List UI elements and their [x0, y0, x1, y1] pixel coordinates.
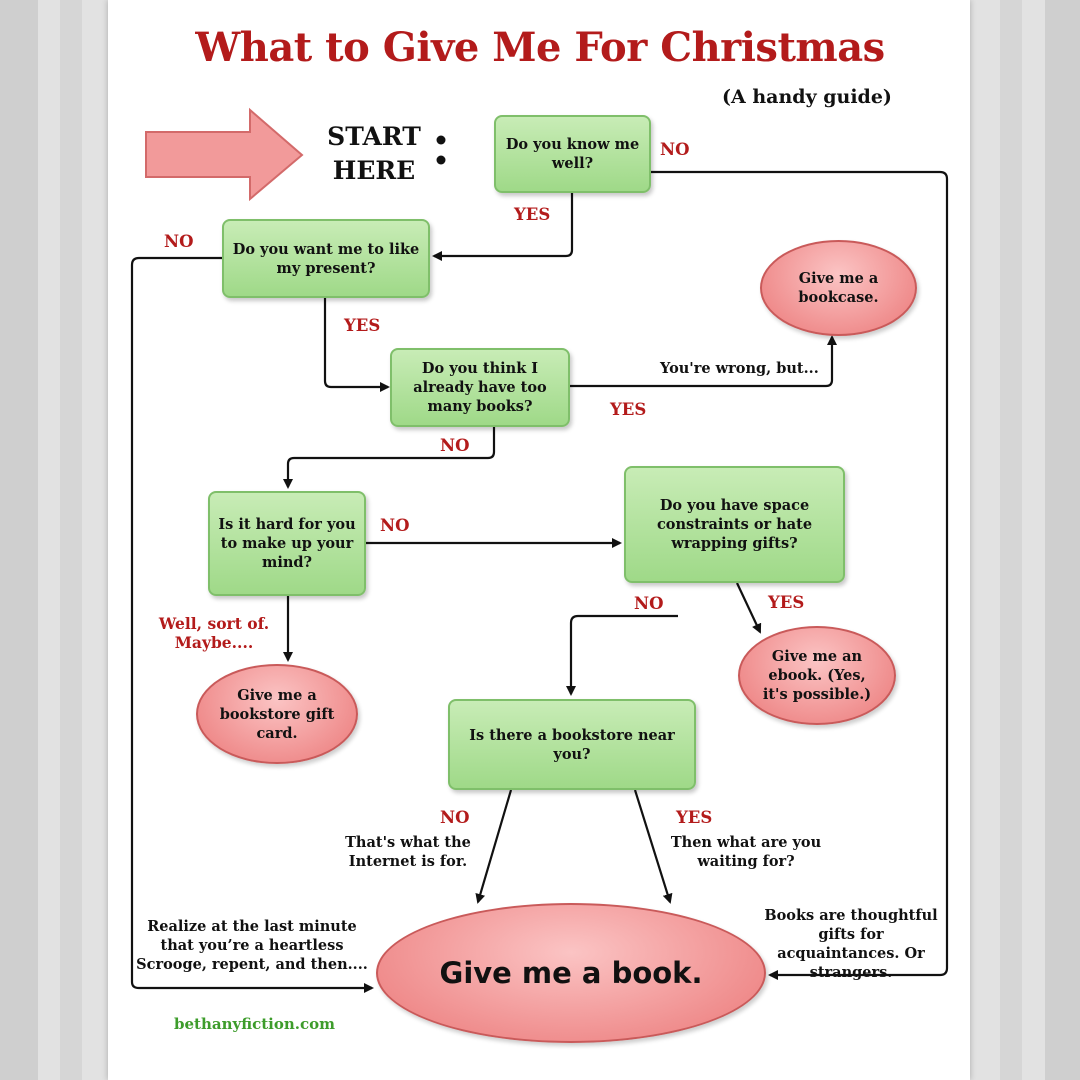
start-here-label: START HERE	[318, 120, 430, 188]
connector-like-yes	[323, 298, 390, 392]
connector-know-no	[651, 170, 949, 980]
label-space-yes: YES	[768, 593, 805, 612]
label-space-no: NO	[634, 594, 664, 613]
note-thoughtful: Books are thoughtful gifts for acquainta…	[764, 907, 938, 981]
outcome-book: Give me a book.	[376, 903, 766, 1043]
start-line-1: START	[327, 122, 421, 151]
label-know-yes: YES	[514, 205, 551, 224]
start-line-2: HERE	[332, 156, 416, 185]
background-stripe	[1045, 0, 1080, 1080]
question-hard-to-decide: Is it hard for you to make up your mind?	[208, 491, 366, 596]
connector-like-no	[130, 256, 374, 993]
colon-dot	[436, 135, 446, 145]
note-internet: That's what the Internet is for.	[345, 834, 471, 870]
connector-space-no	[566, 614, 678, 696]
note-wrong-but: You're wrong, but...	[660, 360, 819, 377]
background-stripe	[0, 0, 38, 1080]
question-bookstore-near: Is there a bookstore near you?	[448, 699, 696, 790]
colon-dot	[436, 155, 446, 165]
connector-books-yes	[570, 335, 837, 388]
outcome-ebook: Give me an ebook. (Yes, it's possible.)	[738, 626, 896, 725]
connector-space-yes	[736, 582, 762, 634]
question-like-present: Do you want me to like my present?	[222, 219, 430, 298]
question-too-many-books: Do you think I already have too many boo…	[390, 348, 570, 427]
outcome-bookcase: Give me a bookcase.	[760, 240, 917, 336]
label-store-no: NO	[440, 808, 470, 827]
note-sort-of: Well, sort of. Maybe....	[158, 614, 270, 652]
outcome-gift-card: Give me a bookstore gift card.	[196, 664, 358, 764]
connector-store-yes	[633, 789, 673, 904]
label-know-no: NO	[660, 140, 690, 159]
background-stripe	[60, 0, 82, 1080]
note-scrooge: Realize at the last minute that you’re a…	[136, 918, 368, 973]
note-waiting: Then what are you waiting for?	[670, 834, 822, 870]
label-books-no: NO	[440, 436, 470, 455]
background-stripe	[1000, 0, 1022, 1080]
connector-books-no	[283, 427, 496, 489]
label-store-yes: YES	[676, 808, 713, 827]
page-title: What to Give Me For Christmas	[195, 24, 885, 71]
footer-credit: bethanyfiction.com	[174, 1015, 336, 1033]
question-space-constraints: Do you have space constraints or hate wr…	[624, 466, 845, 583]
label-books-yes: YES	[610, 400, 647, 419]
label-like-yes: YES	[344, 316, 381, 335]
question-know-me: Do you know me well?	[494, 115, 651, 193]
page-subtitle: (A handy guide)	[722, 86, 892, 108]
start-arrow-icon	[145, 107, 304, 202]
connector-store-no	[475, 789, 513, 904]
label-hard-no: NO	[380, 516, 410, 535]
connector-know-yes	[432, 193, 574, 261]
label-like-no: NO	[164, 232, 194, 251]
